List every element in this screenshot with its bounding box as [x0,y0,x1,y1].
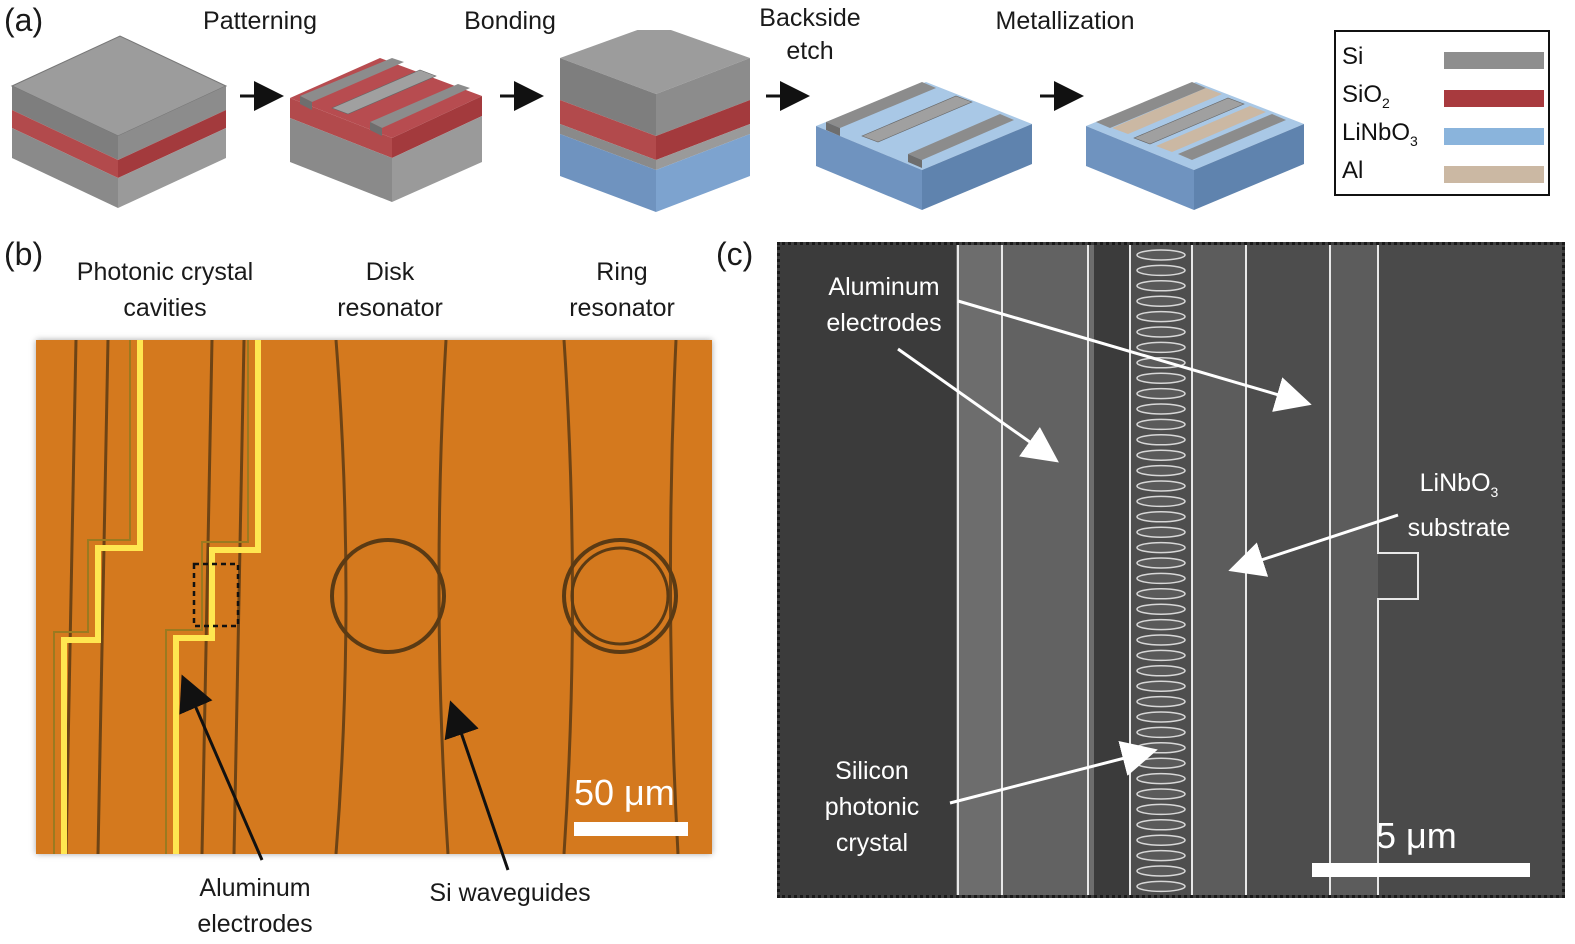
annot-aluminum-electrodes-b: Aluminum electrodes [197,874,313,938]
phc-hole [1136,295,1186,307]
label-photonic-crystal-cavities: Photonic crystal cavities [76,258,254,322]
phc-hole [1136,495,1186,508]
phc-hole [1136,387,1186,400]
phc-hole [1136,634,1186,646]
legend-swatch-si [1444,52,1544,69]
phc-hole [1136,372,1186,384]
phc-hole [1136,711,1186,723]
legend-label-sio2: SiO [1342,81,1383,108]
annot-linbo3-substrate: LiNbO3 substrate [1378,465,1540,546]
annot-substrate-text: substrate [1407,514,1511,542]
phc-hole [1136,834,1186,846]
phc-hole [1136,665,1186,677]
legend-item-al: Al [1342,154,1363,188]
scale-label-c: 5 μm [1376,815,1457,856]
zoom-region-box [192,562,240,628]
phc-hole [1136,480,1186,492]
phc-hole [1136,264,1186,277]
annot-silicon-photonic-crystal: Silicon photonic crystal [824,757,920,857]
legend-swatch-linbo3 [1444,128,1544,145]
phc-hole [1136,280,1186,292]
arrow-phc [949,741,1158,805]
phc-hole [1136,418,1186,431]
arrow-substrate [1228,513,1399,577]
panel-c-arrows [897,299,1399,805]
phc-hole [1136,603,1186,615]
label-ring-resonator: Ring resonator [569,258,675,322]
micrograph-drawing [53,339,688,855]
panel-a-letter: (a) [4,2,44,38]
phc-hole [1136,249,1186,261]
phc-hole [1136,526,1186,538]
optical-micrograph: 50 μm [36,339,712,855]
step-label-metallization: Metallization [995,7,1135,35]
phc-hole [1136,326,1186,338]
phc-hole [1136,434,1186,446]
phc-hole [1136,680,1186,692]
label-disk-resonator: Disk resonator [337,258,443,322]
legend-label-al: Al [1342,157,1364,184]
step-label-bonding: Bonding [464,7,556,35]
panel-b-arrows [179,674,510,871]
arrow-electrodes-b [179,674,264,861]
legend-item-sio2: SiO2 [1342,78,1390,112]
legend-item-si: Si [1342,40,1363,74]
block-bonded [560,30,750,212]
phc-hole [1136,464,1186,477]
legend-swatch-al [1444,166,1544,183]
step-label-patterning: Patterning [203,7,317,35]
annot-linbo3-sub: 3 [1490,484,1499,500]
step-label-backside-etch: Backside etch [759,4,861,65]
phc-hole [1136,541,1186,554]
scale-label-b: 50 μm [574,772,675,813]
material-legend: Si SiO2 LiNbO3 Al [1334,30,1550,196]
block-backside-etch [816,82,1032,210]
phc-hole [1136,449,1186,461]
phc-hole [1136,695,1186,708]
phc-hole [1136,803,1186,816]
annot-aluminum-electrodes-c: Aluminum electrodes [826,273,942,337]
phc-hole [1136,403,1186,415]
arrow-electrode-right [957,299,1312,412]
legend-sub-linbo3: 3 [1410,132,1418,149]
phc-hole [1136,588,1186,600]
phc-hole [1136,649,1186,662]
phc-hole [1136,849,1186,862]
block-initial-wafer [10,35,228,208]
block-metallized [1086,82,1304,210]
phc-hole [1136,557,1186,569]
arrow-waveguides-b [444,700,510,871]
phc-hole [1136,772,1186,785]
phc-hole [1136,310,1186,323]
fabrication-process-diagram [10,30,1304,212]
phc-hole [1136,341,1186,354]
phc-hole [1136,819,1186,831]
scale-bar-b [574,822,688,836]
phc-hole [1136,880,1186,893]
legend-label-linbo3: LiNbO [1342,119,1411,146]
annot-si-waveguides: Si waveguides [429,879,591,907]
phc-hole [1136,865,1186,877]
phc-hole [1136,572,1186,585]
legend-swatch-sio2 [1444,90,1544,107]
legend-item-linbo3: LiNbO3 [1342,116,1418,150]
phc-hole [1136,618,1186,631]
panel-c-letter: (c) [716,236,754,272]
arrow-electrode-left [897,347,1059,463]
sem-micrograph: 5 μm Aluminum electrodes LiNbO3 substrat… [777,242,1565,898]
phc-hole [1136,788,1186,800]
photonic-crystal-holes [1136,249,1186,893]
panel-b-letter: (b) [4,236,44,272]
phc-hole [1136,511,1186,523]
annot-linbo3-text: LiNbO [1419,469,1491,497]
scale-bar-c [1312,863,1530,877]
legend-sub-sio2: 2 [1382,94,1390,111]
phc-hole [1136,726,1186,739]
block-patterned [290,58,482,202]
legend-label-si: Si [1342,43,1364,70]
